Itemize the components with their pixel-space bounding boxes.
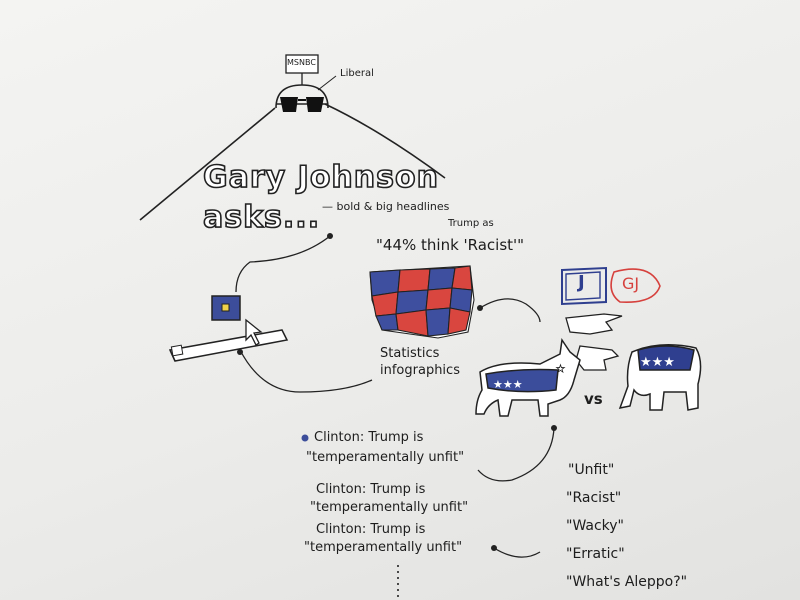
svg-text:★★★: ★★★ <box>493 378 523 391</box>
connector-map-to-hands <box>479 298 541 323</box>
poll-insert-caret: Trump as <box>448 218 494 229</box>
stats-label-line2: infographics <box>380 363 460 378</box>
descriptor-erratic: "Erratic" <box>566 546 625 562</box>
right-slope-line <box>324 103 446 179</box>
connector-quote-to-words <box>493 547 541 558</box>
flag-square-icon <box>211 295 241 321</box>
msnbc-badge: MSNBC <box>287 58 316 67</box>
left-slope-line <box>139 107 276 221</box>
headline-note: — bold & big headlines <box>322 200 450 213</box>
quote-3-line2: "temperamentally unfit" <box>304 540 463 555</box>
cursor-icon <box>245 318 263 346</box>
quote-3-line1: Clinton: Trump is <box>316 522 426 537</box>
quote-2-line1: Clinton: Trump is <box>316 482 426 497</box>
liberal-label: Liberal <box>340 68 374 79</box>
versus-label: vs <box>584 390 603 408</box>
news-anchor-icon <box>275 54 337 112</box>
descriptor-wacky: "Wacky" <box>566 518 624 534</box>
initial-gj: GJ <box>622 274 640 293</box>
quote-2-line2: "temperamentally unfit" <box>310 500 469 515</box>
quote-1-line1: Clinton: Trump is <box>314 430 424 445</box>
stats-label-line1: Statistics <box>380 346 440 361</box>
poll-statement: "44% think 'Racist'" <box>376 236 525 254</box>
bullet-dot <box>301 434 309 442</box>
search-bar-icon <box>168 329 289 362</box>
svg-text:★: ★ <box>556 364 565 375</box>
descriptor-unfit: "Unfit" <box>568 462 615 478</box>
headline-title: Gary Johnson <box>202 159 439 196</box>
quote-1-line2: "temperamentally unfit" <box>306 450 465 465</box>
us-map-infographic <box>369 265 475 339</box>
connector-headline-to-flag <box>235 235 331 293</box>
svg-text:★★★: ★★★ <box>640 355 675 370</box>
descriptor-aleppo: "What's Aleppo?" <box>566 574 688 590</box>
initial-j: J <box>578 272 585 293</box>
democrat-donkey-icon: ★★★ ★ <box>475 337 581 417</box>
headline-subtitle: asks... <box>202 199 321 236</box>
republican-elephant-icon: ★★★ <box>618 344 702 411</box>
descriptor-racist: "Racist" <box>566 490 622 506</box>
connector-donkey-to-quotes <box>477 427 555 482</box>
connector-bar-to-stats <box>239 349 373 393</box>
initials-bubbles-icon <box>561 266 661 306</box>
